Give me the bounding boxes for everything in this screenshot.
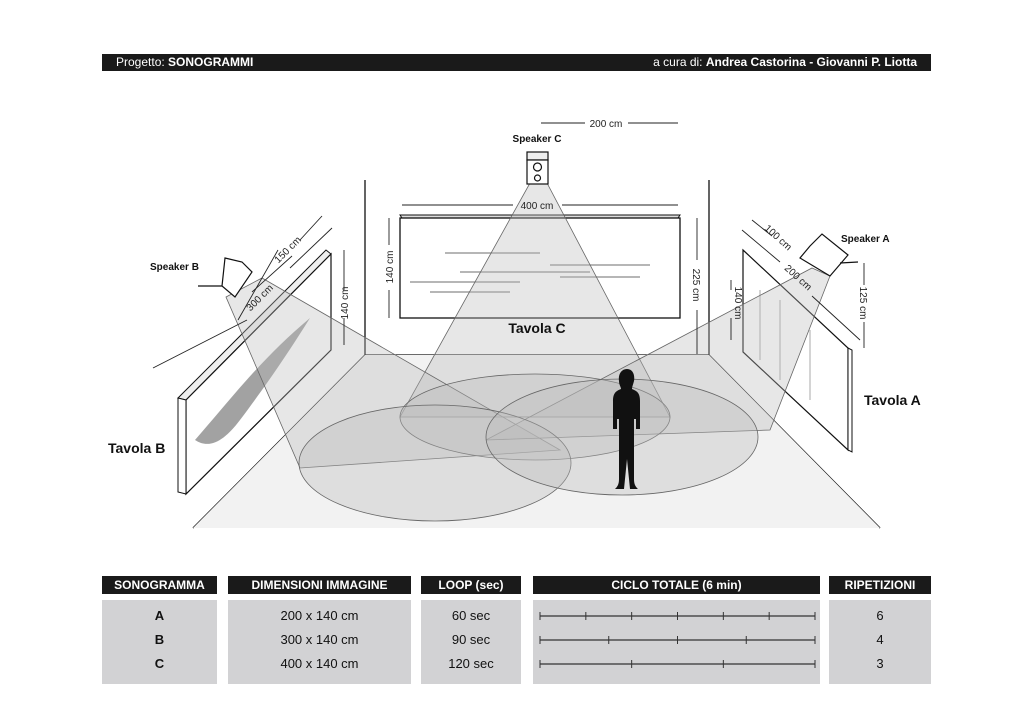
cell-loop: 120 sec (448, 656, 494, 671)
header-sonogramma: SONOGRAMMA (102, 576, 217, 594)
cell-size: 400 x 140 cm (280, 656, 359, 671)
tavola-b-panel (177, 249, 332, 496)
floor-area-c (399, 373, 671, 461)
dim-a-speaker-height: 125 cm (857, 287, 868, 320)
column-dimensioni: 200 x 140 cm 300 x 140 cm 400 x 140 cm (228, 600, 411, 684)
speaker-a-label: Speaker A (841, 234, 890, 245)
cell-id: A (154, 608, 165, 623)
header-ciclo: CICLO TOTALE (6 min) (533, 576, 820, 594)
cell-repetitions: 6 (876, 608, 884, 623)
person-silhouette (613, 369, 640, 489)
tavola-c-panel (399, 214, 681, 319)
cycle-timelines (539, 612, 816, 668)
dim-c-width: 400 cm (521, 201, 554, 212)
header-loop: LOOP (sec) (421, 576, 521, 594)
dim-c-height: 140 cm (385, 251, 396, 284)
dim-a-speaker-offset: 100 cm (762, 223, 794, 253)
dim-c-speaker-offset: 200 cm (590, 119, 623, 130)
header-ripetizioni: RIPETIZIONI (829, 576, 931, 594)
column-sonogramma: A B C (102, 600, 217, 684)
cell-size: 300 x 140 cm (280, 632, 359, 647)
tavola-c-label: Tavola C (508, 320, 565, 336)
dim-b-height: 140 cm (340, 287, 351, 320)
dimension-lines (152, 122, 865, 369)
cell-id: C (154, 656, 165, 671)
tavola-a-panel (742, 248, 853, 453)
speaker-b-label: Speaker B (150, 262, 199, 273)
header-bar: Progetto: SONOGRAMMI a cura di: Andrea C… (102, 54, 931, 71)
cell-loop: 60 sec (451, 608, 491, 623)
speaker-c-label: Speaker C (513, 134, 562, 145)
cone-a (485, 267, 831, 441)
cell-repetitions: 4 (876, 632, 884, 647)
column-ripetizioni: 6 4 3 (829, 600, 931, 684)
cell-size: 200 x 140 cm (280, 608, 359, 623)
cell-repetitions: 3 (876, 656, 884, 671)
column-loop: 60 sec 90 sec 120 sec (421, 600, 521, 684)
header-dimensioni: DIMENSIONI IMMAGINE (228, 576, 411, 594)
cell-loop: 90 sec (451, 632, 491, 647)
cone-b (225, 277, 562, 469)
cell-id: B (154, 632, 165, 647)
tavola-a-label: Tavola A (864, 392, 921, 408)
speaker-a-icon (799, 233, 859, 277)
tavola-b-label: Tavola B (108, 440, 165, 456)
credits: a cura di: Andrea Castorina - Giovanni P… (653, 55, 917, 69)
speaker-c-icon (526, 151, 549, 185)
speaker-b-icon (198, 257, 253, 298)
floor (193, 355, 880, 528)
column-ciclo (533, 600, 820, 684)
floor-area-b (298, 404, 572, 522)
dim-c-mount: 225 cm (690, 269, 701, 302)
project-title: Progetto: SONOGRAMMI (116, 55, 254, 69)
dim-a-height: 140 cm (732, 287, 743, 320)
